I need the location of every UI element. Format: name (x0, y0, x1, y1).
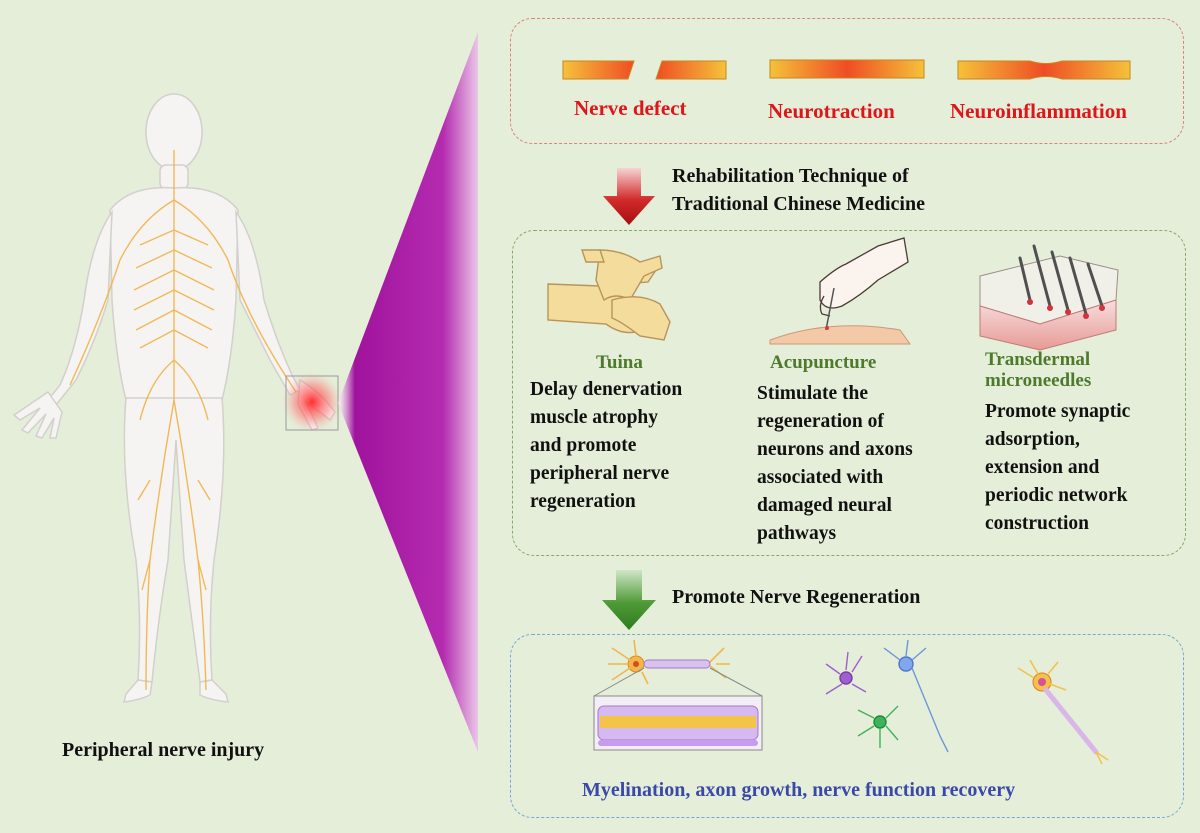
step1-heading-line: Traditional Chinese Medicine (672, 193, 925, 215)
injury-label-nerve-defect: Nerve defect (574, 96, 687, 120)
neuroinflammation-illustration (957, 60, 1131, 80)
neuron-cluster-illustration (825, 639, 949, 753)
myelinated-neuron-illustration (593, 639, 763, 751)
description-line: adsorption, (985, 429, 1080, 450)
step1-heading-line: Rehabilitation Technique of (672, 165, 909, 187)
green-down-arrow (602, 570, 656, 630)
axon-growth-neuron-illustration (1017, 659, 1109, 765)
description-line: extension and (985, 457, 1100, 478)
nervous-system (69, 150, 297, 691)
left-caption: Peripheral nerve injury (62, 739, 265, 761)
description-line: associated with (757, 467, 884, 488)
technique-title-microneedles: Transdermal microneedles (985, 349, 1091, 391)
technique-title-tuina: Tuina (596, 352, 643, 373)
injury-types-panel (510, 18, 1184, 144)
technique-description-microneedles: Promote synaptic adsorption, extension a… (985, 398, 1130, 538)
regeneration-outcome-panel (510, 634, 1184, 818)
technique-title-acupuncture: Acupuncture (770, 352, 877, 373)
description-line: pathways (757, 523, 837, 544)
description-line: and promote (530, 435, 637, 456)
outcome-text: Myelination, axon growth, nerve function… (582, 779, 1016, 801)
nerve-defect-illustration (562, 60, 727, 80)
technique-description-tuina: Delay denervation muscle atrophy and pro… (530, 376, 682, 516)
title-line: microneedles (985, 370, 1092, 391)
description-line: Promote synaptic (985, 401, 1131, 422)
description-line: Stimulate the (757, 383, 869, 404)
technique-description-acupuncture: Stimulate the regeneration of neurons an… (757, 380, 913, 548)
description-line: regeneration (530, 491, 636, 512)
description-line: neurons and axons (757, 439, 913, 460)
injury-site-glow (282, 372, 342, 432)
description-line: Delay denervation (530, 379, 683, 400)
step1-heading: Rehabilitation Technique of Traditional … (672, 162, 925, 218)
description-line: damaged neural (757, 495, 892, 516)
microneedles-illustration (979, 244, 1119, 351)
step2-heading: Promote Nerve Regeneration (672, 586, 921, 608)
tuina-hands-illustration (547, 249, 671, 341)
description-line: regeneration of (757, 411, 884, 432)
description-line: construction (985, 513, 1089, 534)
neurotraction-illustration (769, 59, 925, 79)
description-line: muscle atrophy (530, 407, 659, 428)
zoom-cone (338, 32, 478, 752)
title-line: Transdermal (985, 349, 1091, 370)
tcm-techniques-panel (512, 230, 1186, 556)
injury-label-neurotraction: Neurotraction (768, 99, 895, 123)
description-line: periodic network (985, 485, 1128, 506)
red-down-arrow (603, 168, 655, 225)
acupuncture-illustration (769, 237, 911, 345)
injury-label-neuroinflammation: Neuroinflammation (950, 99, 1127, 123)
description-line: peripheral nerve (530, 463, 670, 484)
